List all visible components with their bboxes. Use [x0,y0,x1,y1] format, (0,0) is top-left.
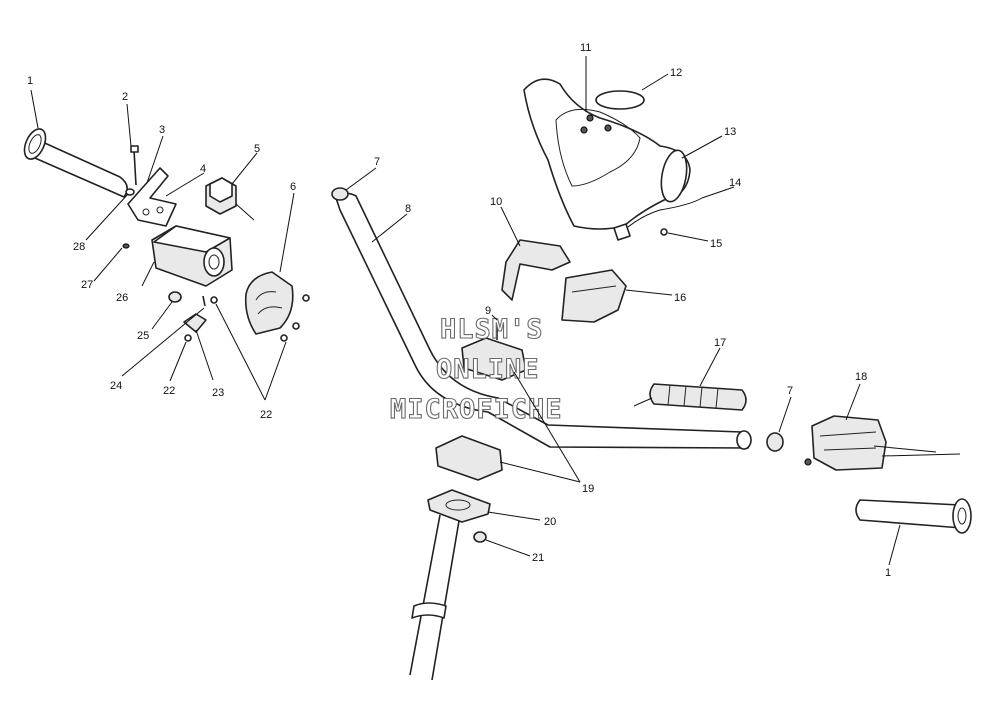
callout-28: 28 [73,241,85,253]
steering-post [409,514,461,681]
callout-17: 17 [714,337,726,349]
callout-5: 5 [254,143,260,155]
callout-2: 2 [122,91,128,103]
callout-19: 19 [582,483,594,495]
watermark-line3: MICROFICHE [390,394,563,425]
callout-1-right: 1 [885,567,891,579]
screw-22-left [184,334,192,342]
callout-7-right: 7 [787,385,793,397]
callout-24: 24 [110,380,122,392]
callout-8: 8 [405,203,411,215]
handlebar-tube [335,192,752,450]
callout-18: 18 [855,371,867,383]
screw-24 [202,295,206,307]
lever-bracket-4 [127,167,177,227]
watermark-line2: ONLINE [436,354,540,385]
callout-4: 4 [200,163,206,175]
wire-14 [613,197,703,241]
end-plug-7-right [766,432,784,452]
callout-14: 14 [729,177,741,189]
callout-labels: 1 2 3 4 5 6 7 8 9 10 11 12 13 14 15 16 1… [27,42,891,579]
callout-12: 12 [670,67,682,79]
callout-10: 10 [490,196,502,208]
screw-22-mid [210,296,218,304]
callout-23: 23 [212,387,224,399]
heated-grip-17 [633,383,747,411]
callout-22-left: 22 [163,385,175,397]
callout-13: 13 [724,126,736,138]
lower-cover-16 [561,269,627,323]
nut-27 [122,243,130,249]
clamp-19-upper [461,337,527,381]
callout-22-right: 22 [260,409,272,421]
clamp-19-lower [435,435,503,481]
callout-20: 20 [544,516,556,528]
throttle-housing-26 [151,225,233,287]
callout-21: 21 [532,552,544,564]
callout-3: 3 [159,124,165,136]
callout-7-left: 7 [374,156,380,168]
bolt-2 [130,145,139,186]
callout-27: 27 [81,279,93,291]
leader-lines [30,56,901,566]
callout-11: 11 [580,42,591,54]
callout-16: 16 [674,292,686,304]
throttle-cover-6 [244,271,310,342]
brake-lever-assembly-18 [804,415,961,471]
callout-26: 26 [116,292,128,304]
watermark-line1: HLSM'S [440,314,544,345]
grip-left [23,128,128,198]
callout-25: 25 [137,330,149,342]
callout-6: 6 [290,181,296,193]
grip-right [855,498,972,534]
switch-5 [205,177,255,221]
cover-plate-23 [183,313,207,333]
callout-1-left: 1 [27,75,33,87]
callout-9: 9 [485,305,491,317]
post-plate-20 [427,489,491,523]
decal-12 [595,90,645,110]
plug-25 [168,291,182,303]
washer-28 [125,188,135,196]
lower-cover-10 [501,239,571,301]
end-plug-7-left [331,187,349,201]
nut-21 [473,531,487,543]
callout-15: 15 [710,238,722,250]
handlebar-cover-13 [523,78,691,230]
screw-15 [660,228,668,236]
